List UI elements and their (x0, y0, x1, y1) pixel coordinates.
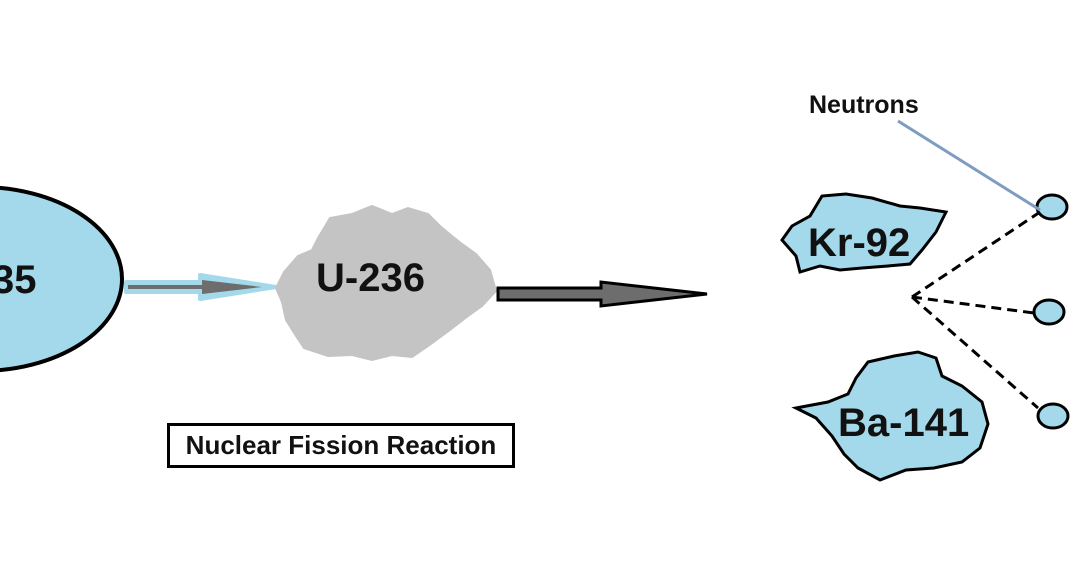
ba141-label: Ba-141 (838, 401, 969, 445)
neutron-paths (911, 210, 1041, 410)
kr92-nucleus (780, 192, 949, 274)
neutrons-pointer-line (897, 119, 1041, 212)
neutron-path-bottom (911, 295, 1039, 410)
ba141-nucleus (791, 350, 990, 482)
diagram-title: Nuclear Fission Reaction (167, 423, 515, 468)
neutron-path-middle (911, 295, 1035, 315)
neutrons-label: Neutrons (809, 91, 919, 119)
kr92-label: Kr-92 (808, 221, 910, 265)
fission-arrow (496, 280, 708, 308)
neutron-2 (1032, 298, 1066, 326)
u235-label: 35 (0, 258, 37, 302)
u235-nucleus (0, 185, 124, 373)
neutron-1 (1035, 193, 1069, 221)
u236-nucleus (274, 204, 498, 362)
neutron-path-top (911, 210, 1041, 299)
neutron-3 (1036, 402, 1070, 430)
u236-label: U-236 (316, 256, 425, 300)
capture-arrow (124, 273, 278, 301)
